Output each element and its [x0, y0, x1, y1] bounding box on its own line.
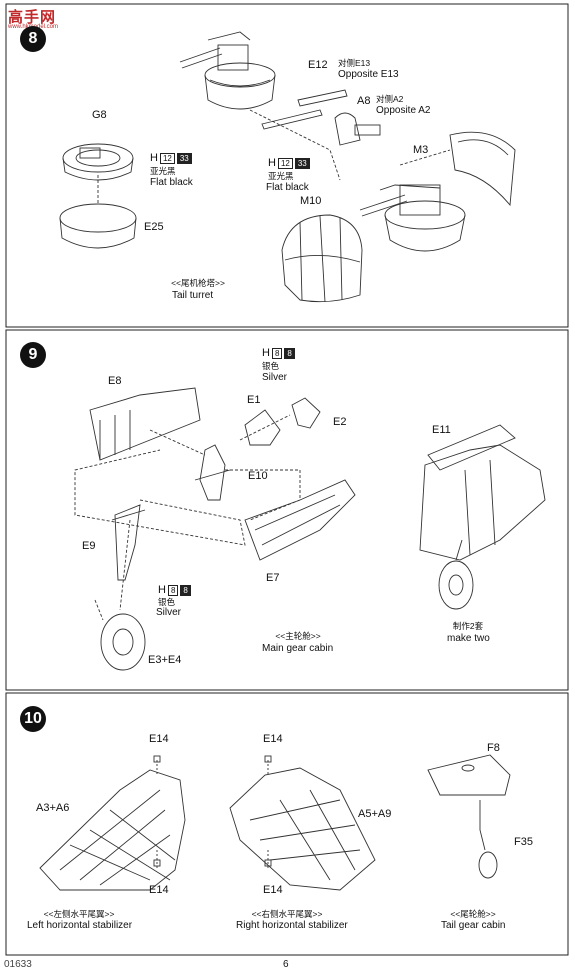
paint-brand: H	[158, 584, 166, 596]
label-g8: G8	[92, 109, 107, 121]
paint-code-1: 12	[277, 157, 293, 169]
label-e3-e4: E3+E4	[148, 654, 182, 666]
paint-name-cn-c: 银色	[262, 361, 280, 371]
paint-code-1: 8	[271, 347, 283, 359]
left-stabilizer-caption-en: Left horizontal stabilizer	[27, 920, 133, 931]
label-e2: E2	[333, 416, 347, 428]
label-e14-bottom-right: E14	[263, 884, 283, 896]
step9-drawings	[74, 387, 546, 671]
step8-number: 8	[20, 26, 46, 52]
step10-drawings	[39, 754, 511, 891]
paint-code-2: 8	[180, 584, 191, 596]
paint-callout-h8-b: H 8 8	[158, 584, 191, 596]
label-e9: E9	[82, 540, 96, 552]
page-number: 6	[283, 959, 289, 970]
right-stabilizer-caption-en: Right horizontal stabilizer	[236, 920, 348, 931]
paint-name-en-d: Silver	[156, 607, 182, 618]
make-two-en: make two	[447, 633, 490, 644]
paint-name-cn-d: 银色	[158, 597, 176, 607]
main-gear-caption-cn: <<主轮舱>>	[275, 631, 321, 641]
step8-drawings	[59, 31, 516, 303]
label-m3: M3	[413, 144, 429, 156]
label-e14-top-left: E14	[149, 733, 169, 745]
label-e14-top-right: E14	[263, 733, 283, 745]
paint-name-cn-b: 亚光黑	[268, 171, 294, 181]
paint-callout-h12-a: H 12 33	[150, 152, 192, 164]
label-e10: E10	[248, 470, 268, 482]
label-e25: E25	[144, 221, 164, 233]
paint-name-en-a: Flat black	[150, 177, 193, 188]
label-e7: E7	[266, 572, 280, 584]
paint-brand: H	[262, 347, 270, 359]
opposite-a2-cn: 对侧A2	[376, 94, 404, 104]
step9-number: 9	[20, 342, 46, 368]
right-stabilizer-caption-cn: <<右侧水平尾翼>>	[251, 909, 323, 919]
opposite-a2-en: Opposite A2	[376, 105, 431, 116]
tail-turret-caption-en: Tail turret	[172, 290, 214, 301]
left-stabilizer-caption-cn: <<左侧水平尾翼>>	[43, 909, 115, 919]
step9-panel-border	[5, 329, 569, 691]
document-code: 01633	[4, 959, 32, 970]
opposite-e13-cn: 对侧E13	[338, 58, 371, 68]
paint-code-2: 33	[294, 157, 310, 169]
label-f35: F35	[514, 836, 533, 848]
paint-brand: H	[268, 157, 276, 169]
step10-panel-border	[5, 692, 569, 956]
label-e8: E8	[108, 375, 122, 387]
paint-brand: H	[150, 152, 158, 164]
paint-callout-h8-a: H 8 8	[262, 347, 295, 359]
step8-panel-border	[5, 3, 569, 328]
label-a5-a9: A5+A9	[358, 808, 392, 820]
label-e14-bottom-left: E14	[149, 884, 169, 896]
watermark-logo: 高手网	[8, 9, 57, 26]
paint-name-en-c: Silver	[262, 372, 288, 383]
label-a8: A8	[357, 95, 371, 107]
make-two-cn: 制作2套	[452, 621, 484, 631]
label-e12: E12	[308, 59, 328, 71]
label-m10: M10	[300, 195, 322, 207]
opposite-e13-en: Opposite E13	[338, 69, 399, 80]
paint-callout-h12-b: H 12 33	[268, 157, 310, 169]
label-e11: E11	[432, 424, 451, 436]
tail-turret-caption-cn: <<尾机枪塔>>	[171, 278, 225, 288]
main-gear-caption-en: Main gear cabin	[262, 643, 334, 654]
label-a3-a6: A3+A6	[36, 802, 70, 814]
step10-number: 10	[20, 706, 46, 732]
paint-code-2: 33	[176, 152, 192, 164]
paint-code-1: 8	[167, 584, 179, 596]
paint-name-en-b: Flat black	[266, 182, 309, 193]
tail-gear-caption-cn: <<尾轮舱>>	[450, 909, 496, 919]
paint-name-cn-a: 亚光黑	[150, 166, 176, 176]
paint-code-2: 8	[284, 347, 295, 359]
paint-code-1: 12	[159, 152, 175, 164]
label-e1: E1	[247, 394, 261, 406]
tail-gear-caption-en: Tail gear cabin	[441, 920, 506, 931]
label-f8: F8	[487, 742, 500, 754]
